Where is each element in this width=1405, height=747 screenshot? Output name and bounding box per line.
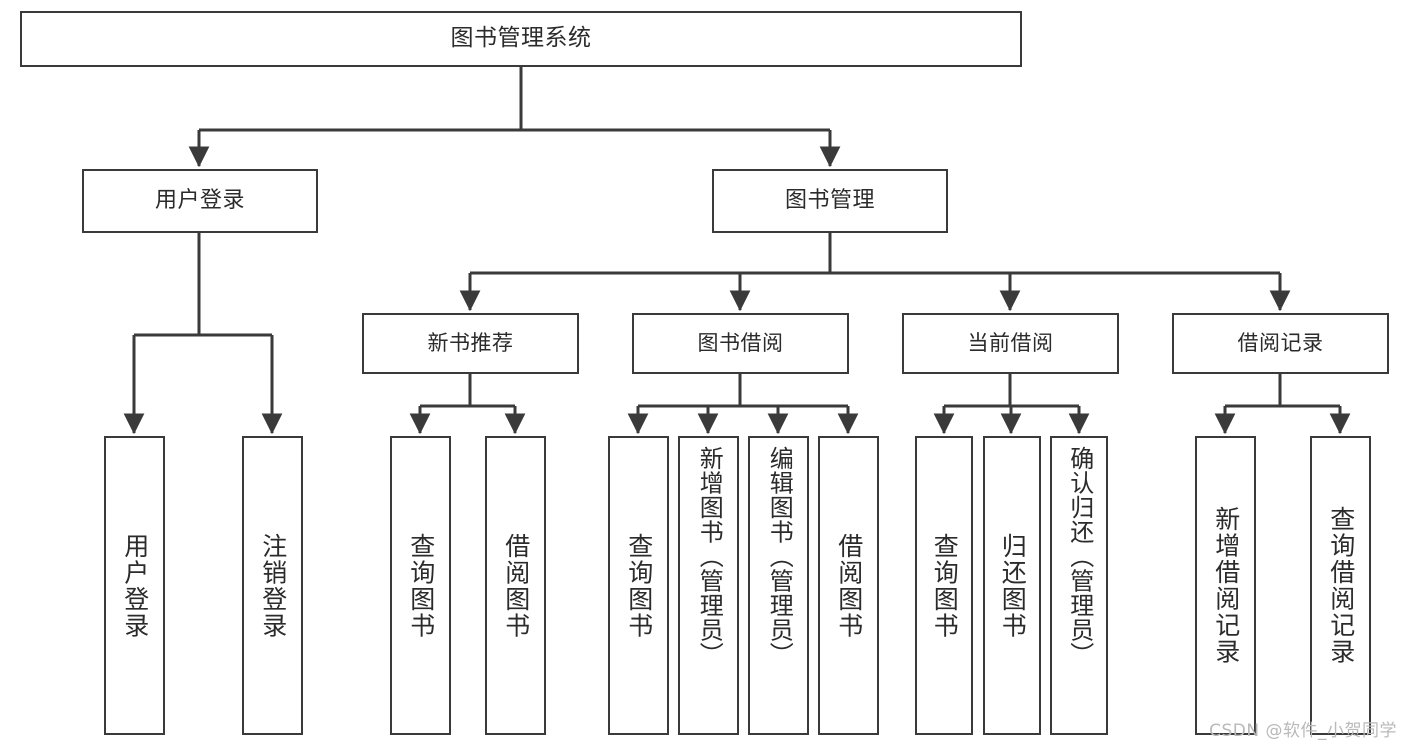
node-label: 借阅图书 [501, 532, 531, 639]
node-book-borrow[interactable]: 图书借阅 [632, 313, 849, 374]
node-label: 查询图书 [624, 532, 654, 639]
node-label: 图书管理 [784, 188, 875, 214]
node-label: 用户登录 [154, 188, 245, 214]
node-leaf-borrow-book-2[interactable]: 借阅图书 [818, 436, 879, 735]
node-current-borrow[interactable]: 当前借阅 [902, 313, 1119, 374]
node-label: 新增图书（管理员） [695, 446, 724, 667]
node-root-book-management-system[interactable]: 图书管理系统 [20, 11, 1022, 67]
node-leaf-logout[interactable]: 注销登录 [242, 436, 303, 735]
node-leaf-query-book-1[interactable]: 查询图书 [390, 436, 451, 735]
node-leaf-user-login[interactable]: 用户登录 [104, 436, 165, 735]
node-label: 编辑图书（管理员） [765, 446, 794, 667]
node-leaf-confirm-return-admin[interactable]: 确认归还（管理员） [1050, 436, 1108, 735]
node-borrow-record[interactable]: 借阅记录 [1172, 313, 1389, 374]
node-label: 用户登录 [120, 532, 150, 639]
node-user-login[interactable]: 用户登录 [82, 169, 318, 233]
node-leaf-edit-book-admin[interactable]: 编辑图书（管理员） [748, 436, 809, 735]
node-book-management[interactable]: 图书管理 [712, 169, 948, 233]
node-label: 查询图书 [406, 532, 436, 639]
node-leaf-borrow-book-1[interactable]: 借阅图书 [485, 436, 546, 735]
node-leaf-add-borrow-record[interactable]: 新增借阅记录 [1195, 436, 1256, 735]
node-label: 查询借阅记录 [1326, 506, 1356, 665]
node-label: 注销登录 [258, 532, 288, 639]
node-leaf-query-book-3[interactable]: 查询图书 [915, 436, 973, 735]
csdn-watermark: CSDN @软件_小贺同学 [1209, 721, 1397, 741]
node-leaf-add-book-admin[interactable]: 新增图书（管理员） [678, 436, 739, 735]
node-leaf-query-book-2[interactable]: 查询图书 [608, 436, 669, 735]
node-leaf-query-borrow-record[interactable]: 查询借阅记录 [1310, 436, 1371, 735]
node-label: 确认归还（管理员） [1065, 446, 1094, 667]
node-label: 图书管理系统 [450, 25, 592, 52]
node-label: 新书推荐 [427, 331, 514, 356]
node-label: 新增借阅记录 [1211, 506, 1241, 665]
node-label: 图书借阅 [697, 331, 784, 356]
node-label: 借阅图书 [834, 532, 864, 639]
node-label: 当前借阅 [967, 331, 1054, 356]
node-label: 查询图书 [930, 532, 960, 639]
node-label: 借阅记录 [1237, 331, 1324, 356]
node-label: 归还图书 [998, 532, 1028, 639]
node-leaf-return-book[interactable]: 归还图书 [983, 436, 1041, 735]
node-new-book-recommendation[interactable]: 新书推荐 [362, 313, 579, 374]
